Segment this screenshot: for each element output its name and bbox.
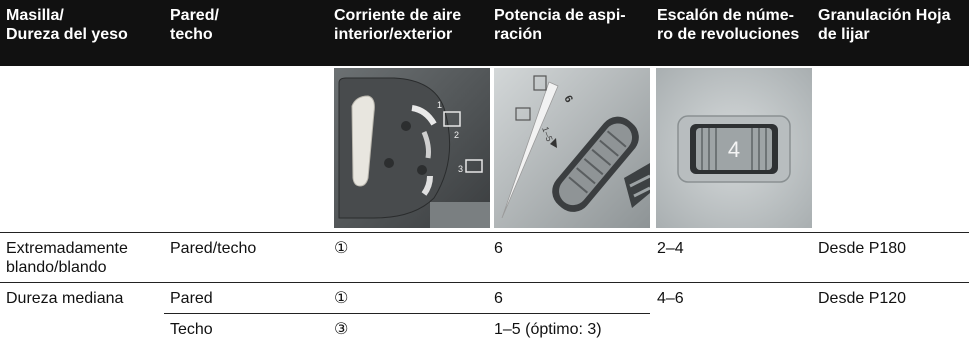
suction-mark-range: 1–5 — [540, 125, 555, 143]
row2-suction: 6 — [494, 290, 503, 307]
header-speed-level: Escalón de núme- ro de revoluciones — [657, 7, 800, 43]
row1-suction: 6 — [494, 240, 503, 257]
speed-value: 4 — [728, 137, 740, 162]
row1-plaster: Extremadamente blando/blando — [6, 240, 128, 276]
divider-row1-top — [0, 232, 969, 233]
suction-mark-max: 6 — [561, 94, 574, 105]
header-sanding-grit: Granulación Hoja de lijar — [818, 7, 951, 43]
row2-plaster: Dureza mediana — [6, 290, 124, 307]
row3-suction: 1–5 (óptimo: 3) — [494, 321, 602, 338]
row1-grit: Desde P180 — [818, 240, 907, 257]
row2-airflow: ① — [334, 290, 349, 307]
header-plaster-hardness: Masilla/ Dureza del yeso — [6, 7, 128, 43]
table-header: Masilla/ Dureza del yeso Pared/ techo Co… — [0, 0, 969, 66]
header-wall-ceiling: Pared/ techo — [170, 7, 219, 43]
speed-wheel-image: 4 — [656, 68, 812, 228]
row2-speed: 4–6 — [657, 290, 684, 307]
wall-icon — [465, 159, 483, 173]
airflow-selector-image: 1 2 3 — [334, 68, 490, 228]
row1-airflow: ① — [334, 240, 349, 257]
header-suction-power: Potencia de aspi- ración — [494, 7, 626, 43]
airflow-mark-3: 3 — [458, 164, 463, 174]
divider-row2-top — [0, 282, 969, 283]
row2-surface: Pared — [170, 290, 213, 307]
row1-speed: 2–4 — [657, 240, 684, 257]
ceiling-icon — [533, 75, 547, 91]
ceiling-icon — [443, 111, 461, 127]
wall-icon — [515, 107, 531, 121]
row3-surface: Techo — [170, 321, 213, 338]
suction-power-dial-image: 6 1–5 — [494, 68, 650, 228]
airflow-mark-2: 2 — [454, 130, 459, 140]
airflow-mark-1: 1 — [437, 100, 442, 110]
row1-surface: Pared/techo — [170, 240, 257, 257]
header-airflow: Corriente de aire interior/exterior — [334, 7, 462, 43]
divider-row3-top — [164, 313, 650, 314]
row3-airflow: ③ — [334, 321, 349, 338]
row2-grit: Desde P120 — [818, 290, 907, 307]
